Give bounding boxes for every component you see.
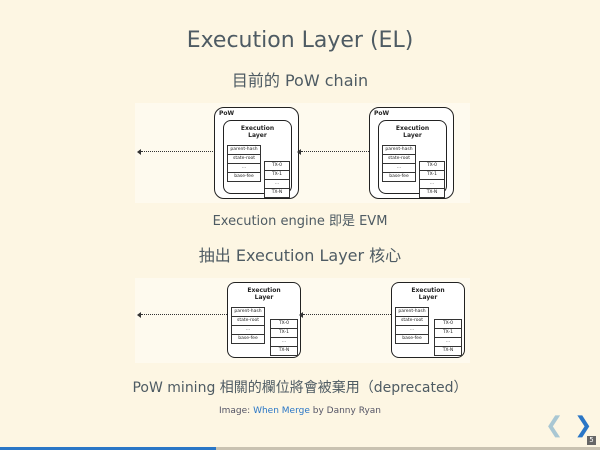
tx-1: TX-1 [271, 329, 297, 338]
header-fields: parent-hash state-root ... base-fee [395, 307, 429, 344]
tx-1: TX-1 [420, 171, 444, 180]
arrowhead-icon [137, 149, 141, 155]
when-merge-link[interactable]: When Merge [253, 406, 310, 416]
tx-n: TX-N [442, 348, 454, 353]
tx-ellipsis: ... [265, 180, 289, 189]
tx-list: TX-0 TX-1 ... TX-N [270, 319, 298, 356]
field-ellipsis: ... [383, 164, 415, 173]
field-parent-hash: parent-hash [228, 146, 260, 155]
pow-label: PoW [374, 110, 390, 117]
subtitle-extract-el: 抽出 Execution Layer 核心 [198, 246, 402, 265]
arrowhead-icon [297, 149, 301, 155]
field-state-root: state-root [228, 155, 260, 164]
tx-list: TX-0 TX-1 ... TX-N [419, 161, 445, 198]
page-number: 5 [587, 436, 596, 445]
dotted-arrow [141, 151, 221, 152]
tx-ellipsis: ... [435, 338, 461, 347]
field-state-root: state-root [396, 317, 428, 326]
subtitle-execution-engine: Execution engine 即是 EVM [212, 214, 388, 229]
field-base-fee: base-fee [234, 174, 254, 179]
field-ellipsis: ... [396, 326, 428, 335]
dotted-arrow [301, 151, 381, 152]
pow-label: PoW [219, 110, 235, 117]
image-credit: Image: When Merge by Danny Ryan [0, 406, 600, 416]
tx-list: TX-0 TX-1 ... TX-N [434, 319, 462, 356]
subtitle-pow-mining-deprecated: PoW mining 相關的欄位將會被棄用（deprecated） [132, 380, 468, 396]
header-fields: parent-hash state-root ... base-fee [231, 307, 265, 344]
tx-n: TX-N [278, 348, 290, 353]
arrowhead-icon [299, 312, 303, 318]
header-fields: parent-hash state-root ... base-fee [227, 145, 261, 182]
credit-prefix: Image: [218, 406, 254, 416]
tx-0: TX-0 [420, 162, 444, 171]
tx-0: TX-0 [435, 320, 461, 329]
dotted-arrow [141, 314, 227, 315]
arrowhead-icon [137, 312, 141, 318]
slide-title: Execution Layer (EL) [186, 28, 414, 53]
tx-list: TX-0 TX-1 ... TX-N [264, 161, 290, 198]
credit-suffix: by Danny Ryan [309, 406, 381, 416]
field-base-fee: base-fee [389, 174, 409, 179]
chevron-right-icon[interactable]: ❯ [574, 413, 593, 438]
field-ellipsis: ... [232, 326, 264, 335]
subtitle-pow-chain: 目前的 PoW chain [231, 71, 369, 90]
field-state-root: state-root [383, 155, 415, 164]
field-state-root: state-root [232, 317, 264, 326]
dotted-arrow [303, 314, 391, 315]
field-parent-hash: parent-hash [383, 146, 415, 155]
slide-progress-bar [0, 447, 600, 450]
tx-ellipsis: ... [271, 338, 297, 347]
field-base-fee: base-fee [402, 336, 422, 341]
tx-n: TX-N [426, 190, 438, 195]
chevron-left-icon[interactable]: ❮ [545, 413, 564, 438]
tx-0: TX-0 [271, 320, 297, 329]
field-ellipsis: ... [228, 164, 260, 173]
field-base-fee: base-fee [238, 336, 258, 341]
tx-ellipsis: ... [420, 180, 444, 189]
header-fields: parent-hash state-root ... base-fee [382, 145, 416, 182]
tx-1: TX-1 [265, 171, 289, 180]
tx-n: TX-N [271, 190, 283, 195]
field-parent-hash: parent-hash [396, 308, 428, 317]
tx-0: TX-0 [265, 162, 289, 171]
slide-progress-fill [0, 447, 216, 450]
tx-1: TX-1 [435, 329, 461, 338]
field-parent-hash: parent-hash [232, 308, 264, 317]
